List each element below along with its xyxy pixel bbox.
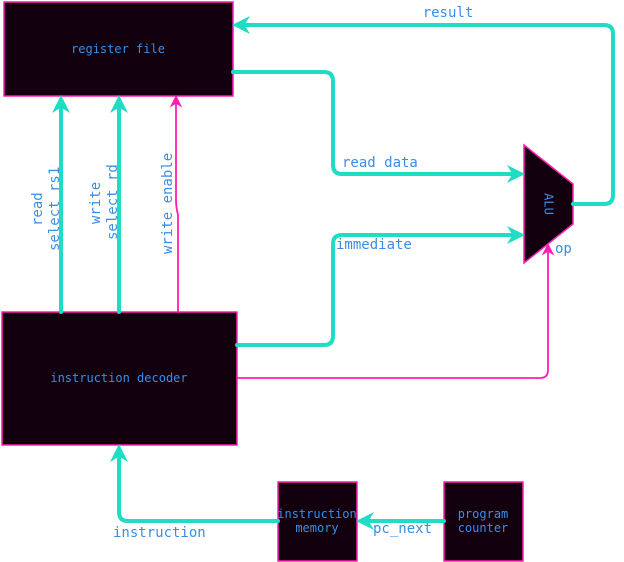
instruction-decoder-block: instruction decoder [1, 311, 238, 446]
instruction-label: instruction [113, 525, 206, 541]
immediate-wire [235, 226, 525, 347]
instruction-memory-block: instruction memory [277, 481, 358, 562]
register-file-label: register file [71, 42, 165, 56]
immediate-label: immediate [336, 237, 412, 253]
instruction-decoder-label: instruction decoder [50, 371, 187, 385]
instruction-wire [110, 444, 280, 523]
read-data-label: read data [342, 155, 418, 171]
write-enable-label: write enable [160, 153, 176, 254]
register-file-block: register file [3, 1, 234, 97]
instruction-memory-label-line2: memory [295, 521, 338, 535]
alu-block: ALU [523, 143, 574, 265]
write-select-label-line1: write [88, 182, 104, 224]
read-data-wire [231, 70, 525, 183]
op-wire [236, 242, 555, 379]
pc-next-label: pc_next [373, 521, 432, 537]
read-select-label-line1: read [30, 192, 46, 226]
instruction-memory-label-line1: instruction [277, 507, 356, 521]
program-counter-label-line2: counter [458, 521, 509, 535]
read-select-label-line2: select rs1 [47, 167, 63, 251]
result-label: result [423, 5, 474, 21]
program-counter-label-line1: program [458, 507, 509, 521]
write-select-label-line2: select rd [105, 164, 121, 240]
write-enable-wire [169, 94, 183, 313]
result-wire [232, 16, 615, 206]
op-label: op [555, 241, 572, 257]
alu-label: ALU [542, 193, 556, 215]
program-counter-block: program counter [443, 481, 524, 562]
